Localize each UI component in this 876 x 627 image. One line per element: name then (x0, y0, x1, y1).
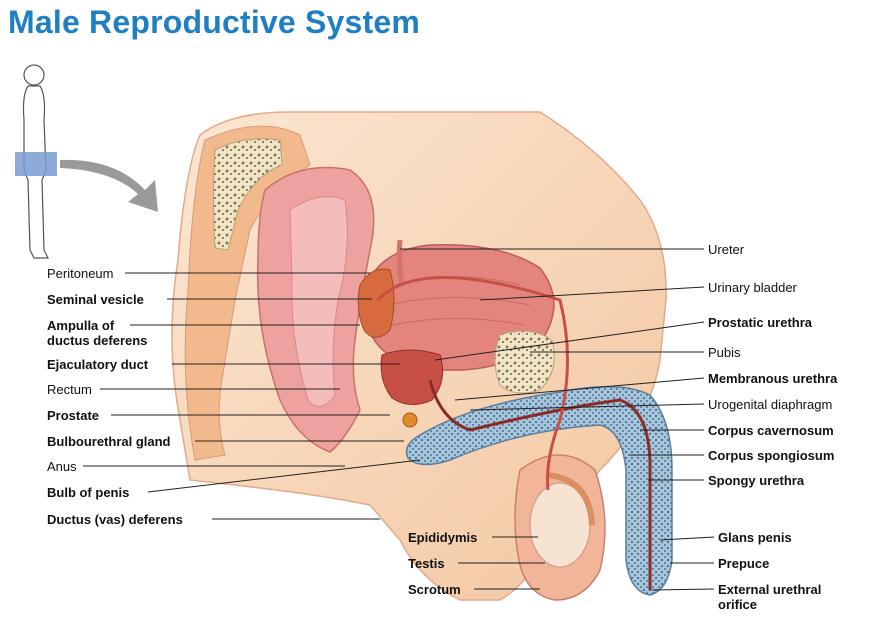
label-ampulla: Ampulla of ductus deferens (47, 318, 147, 348)
label-corpus-cavernosum: Corpus cavernosum (708, 423, 834, 438)
label-external-urethral-orifice-line2: orifice (718, 597, 758, 612)
label-bulbourethral-gland: Bulbourethral gland (47, 434, 171, 449)
label-external-urethral-orifice-line1: External urethral (718, 582, 822, 597)
label-ductus-deferens: Ductus (vas) deferens (47, 512, 183, 527)
label-prepuce: Prepuce (718, 556, 770, 571)
label-ejaculatory-duct: Ejaculatory duct (47, 357, 149, 372)
label-scrotum: Scrotum (408, 582, 461, 597)
label-membranous-urethra: Membranous urethra (708, 371, 838, 386)
label-anus: Anus (47, 459, 77, 474)
page-title: Male Reproductive System (8, 4, 421, 40)
label-prostate: Prostate (47, 408, 100, 423)
label-urogenital-diaphragm: Urogenital diaphragm (708, 397, 833, 412)
label-testis: Testis (408, 556, 445, 571)
label-ampulla-line1: Ampulla of (47, 318, 115, 333)
label-glans-penis: Glans penis (718, 530, 792, 545)
label-rectum: Rectum (47, 382, 92, 397)
region-indicator (15, 152, 57, 176)
pelvis-cross-section (171, 111, 673, 601)
label-urinary-bladder: Urinary bladder (708, 280, 797, 295)
label-pubis: Pubis (708, 345, 741, 360)
leader-lines (83, 248, 715, 591)
label-ureter: Ureter (708, 242, 745, 257)
label-external-urethral-orifice: External urethral orifice (718, 582, 821, 612)
label-spongy-urethra: Spongy urethra (708, 473, 805, 488)
body-outline-icon (15, 64, 57, 259)
label-peritoneum: Peritoneum (47, 266, 114, 281)
label-bulb-of-penis: Bulb of penis (47, 485, 130, 500)
label-ampulla-line2: ductus deferens (47, 333, 148, 348)
label-epididymis: Epididymis (408, 530, 478, 545)
pointer-arrow-icon (60, 159, 158, 212)
label-corpus-spongiosum: Corpus spongiosum (708, 448, 835, 463)
label-seminal-vesicle: Seminal vesicle (47, 292, 144, 307)
label-prostatic-urethra: Prostatic urethra (708, 315, 813, 330)
